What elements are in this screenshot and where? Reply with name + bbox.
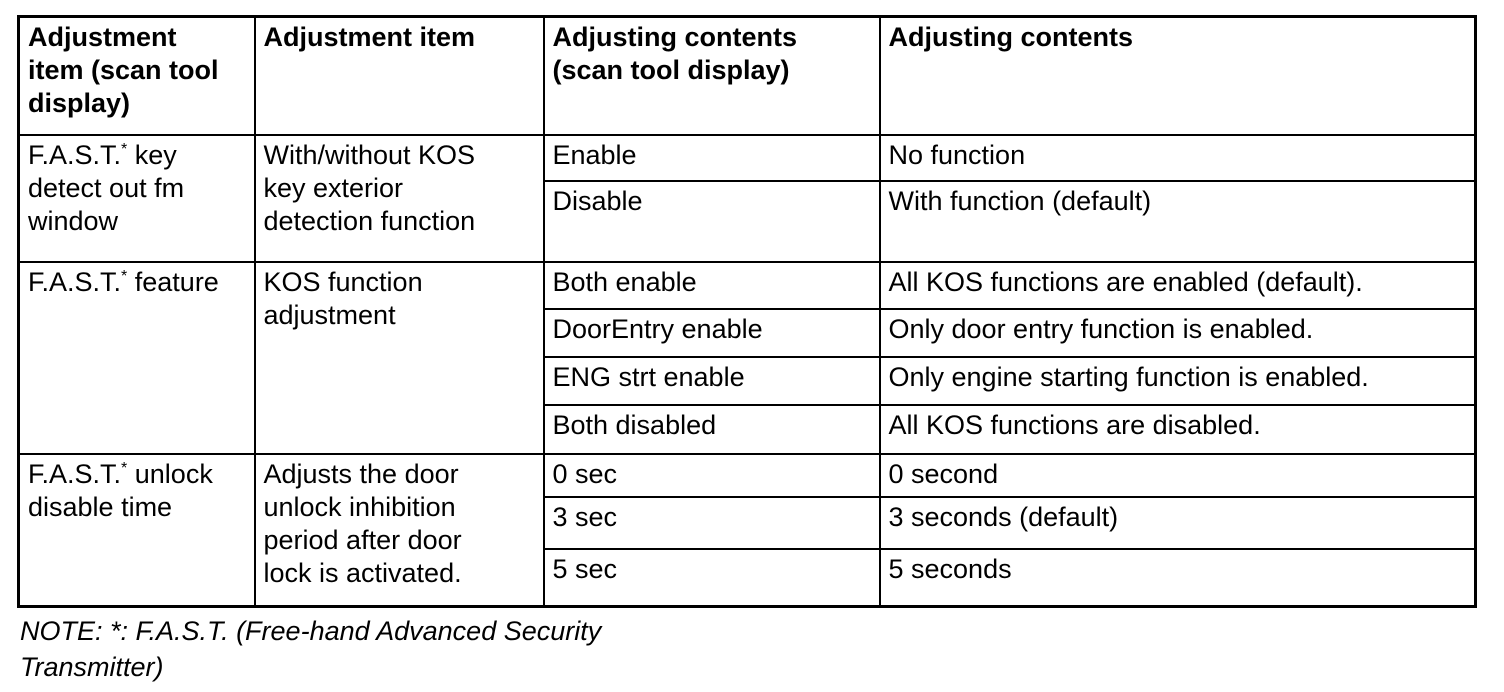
- asterisk-superscript: *: [121, 459, 128, 477]
- table-row: F.A.S.T.* unlock disable time Adjusts th…: [17, 452, 1477, 608]
- footnote-line-2: Transmitter): [20, 652, 164, 682]
- item-scan-text: unlock disable time: [28, 458, 213, 522]
- content-scan-text: Both enable: [552, 266, 697, 297]
- fast-abbreviation: F.A.S.T.: [28, 458, 122, 489]
- footnote-line-1: NOTE: *: F.A.S.T. (Free-hand Advanced Se…: [20, 616, 602, 646]
- footnote: NOTE: *: F.A.S.T. (Free-hand Advanced Se…: [20, 613, 601, 685]
- table-row: F.A.S.T.* key detect out fm window With/…: [17, 133, 1477, 263]
- cell-content: 0 second: [878, 452, 1477, 498]
- cell-content-scan: Enable: [542, 133, 881, 182]
- cell-content-scan: 0 sec: [542, 452, 881, 498]
- item-text: With/without KOS key exterior detection …: [263, 139, 476, 236]
- content-scan-text: DoorEntry enable: [552, 313, 763, 344]
- cell-content: 3 seconds (default): [878, 495, 1477, 550]
- col-header-adjusting-contents-label: Adjusting contents: [888, 22, 1134, 52]
- table-row: Both disabled All KOS functions are disa…: [19, 403, 1477, 455]
- fast-abbreviation: F.A.S.T.: [28, 139, 122, 170]
- cell-item-unlock-disable: Adjusts the door unlock inhibition perio…: [253, 452, 545, 608]
- col-header-adjusting-contents: Adjusting contents: [878, 15, 1477, 136]
- col-header-adjustment-item: Adjustment item: [253, 15, 545, 136]
- cell-item-scan-feature: F.A.S.T.* feature: [17, 260, 256, 455]
- cell-content: With function (default): [878, 179, 1477, 263]
- item-scan-text: feature: [127, 266, 219, 297]
- col-header-adjusting-contents-scan: Adjusting contents (scan tool display): [542, 15, 881, 136]
- table-header-row: Adjustment item (scan tool display) Adju…: [17, 15, 1477, 136]
- asterisk-superscript: *: [121, 267, 128, 285]
- cell-content-scan: ENG strt enable: [542, 355, 881, 406]
- content-text: Only door entry function is enabled.: [888, 313, 1314, 344]
- col-header-adjustment-item-scan-label: Adjustment item (scan tool display): [28, 22, 219, 118]
- cell-content-scan: 3 sec: [542, 495, 881, 550]
- content-scan-text: Enable: [552, 139, 637, 170]
- col-header-adjusting-contents-scan-label: Adjusting contents (scan tool display): [552, 22, 798, 85]
- content-text: 0 second: [888, 458, 999, 489]
- content-scan-text: Disable: [552, 185, 643, 216]
- cell-item-scan-key-detect: F.A.S.T.* key detect out fm window: [17, 133, 256, 263]
- cell-content-scan: Disable: [542, 179, 881, 263]
- content-scan-text: 3 sec: [552, 501, 618, 532]
- cell-content: All KOS functions are enabled (default).: [878, 260, 1477, 310]
- content-scan-text: ENG strt enable: [552, 361, 745, 392]
- table-row: F.A.S.T.* feature KOS function adjustmen…: [17, 260, 1477, 455]
- content-text: 3 seconds (default): [888, 501, 1119, 532]
- asterisk-superscript: *: [121, 140, 128, 158]
- cell-content: 5 seconds: [878, 547, 1477, 608]
- content-text: Only engine starting function is enabled…: [888, 361, 1369, 392]
- fast-abbreviation: F.A.S.T.: [28, 266, 122, 297]
- cell-item-key-detect: With/without KOS key exterior detection …: [253, 133, 545, 263]
- content-scan-text: 5 sec: [552, 553, 618, 584]
- content-text: 5 seconds: [888, 553, 1012, 584]
- adjustment-table: Adjustment item (scan tool display) Adju…: [17, 15, 1477, 608]
- table-row: DoorEntry enable Only door entry functio…: [19, 307, 1477, 358]
- table-row: 5 sec 5 seconds: [19, 547, 1477, 608]
- cell-content: Only door entry function is enabled.: [878, 307, 1477, 358]
- cell-content: No function: [878, 133, 1477, 182]
- content-text: All KOS functions are enabled (default).: [888, 266, 1363, 297]
- content-scan-text: 0 sec: [552, 458, 618, 489]
- cell-content-scan: Both disabled: [542, 403, 881, 455]
- cell-content-scan: DoorEntry enable: [542, 307, 881, 358]
- table-row: ENG strt enable Only engine starting fun…: [19, 355, 1477, 406]
- cell-content: Only engine starting function is enabled…: [878, 355, 1477, 406]
- item-text: Adjusts the door unlock inhibition perio…: [263, 458, 462, 588]
- content-scan-text: Both disabled: [552, 409, 717, 440]
- item-text: KOS function adjustment: [263, 266, 423, 330]
- cell-item-scan-unlock-disable: F.A.S.T.* unlock disable time: [17, 452, 256, 608]
- col-header-adjustment-item-label: Adjustment item: [263, 22, 476, 52]
- table-row: Disable With function (default): [19, 179, 1477, 263]
- cell-content: All KOS functions are disabled.: [878, 403, 1477, 455]
- content-text: No function: [888, 139, 1026, 170]
- table-row: 3 sec 3 seconds (default): [19, 495, 1477, 550]
- content-text: With function (default): [888, 185, 1152, 216]
- cell-content-scan: 5 sec: [542, 547, 881, 608]
- content-text: All KOS functions are disabled.: [888, 409, 1261, 440]
- item-scan-text: key detect out fm window: [28, 139, 185, 236]
- cell-item-feature: KOS function adjustment: [253, 260, 545, 455]
- col-header-adjustment-item-scan: Adjustment item (scan tool display): [17, 15, 256, 136]
- cell-content-scan: Both enable: [542, 260, 881, 310]
